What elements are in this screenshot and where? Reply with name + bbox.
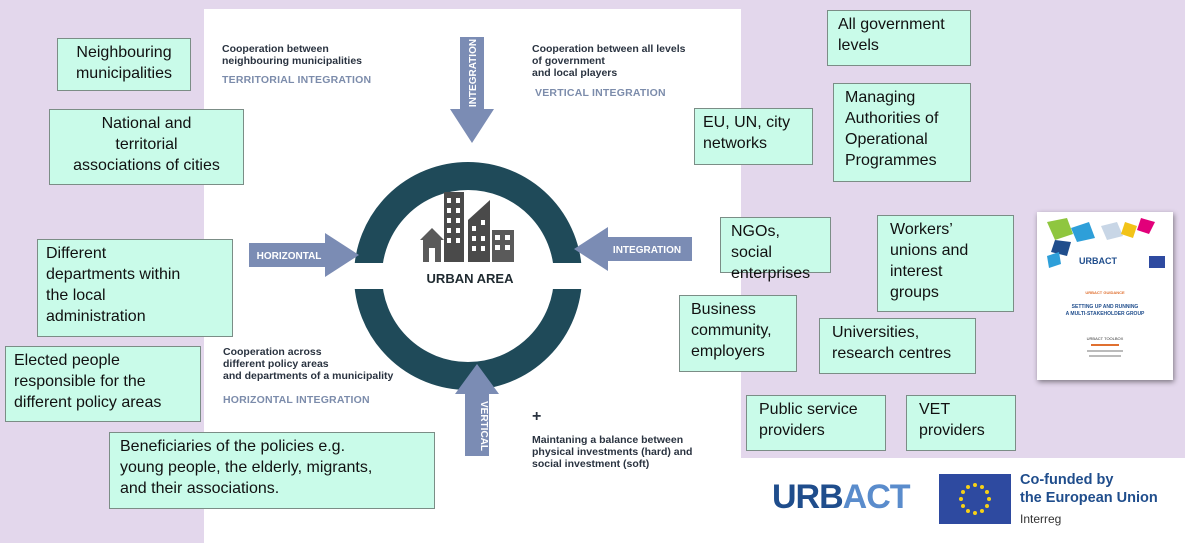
arrow-right-label: INTEGRATION [613,245,681,256]
cover-rule-2 [1087,350,1123,352]
urban-ring [350,162,590,390]
horizontal-integration-label: HORIZONTAL INTEGRATION [223,394,370,406]
elected-people-box: Elected people responsible for the diffe… [5,346,201,422]
urbact-logo-urb: URB [772,478,844,516]
arrow-bottom-label: VERTICAL [478,401,489,451]
universities-box: Universities, research centres [819,318,976,374]
urban-area-label: URBAN AREA [426,271,514,286]
vertical-integration-label: VERTICAL INTEGRATION [535,87,666,99]
cover-brand: URBACT [1079,256,1117,266]
interreg-text: Interreg [1020,512,1062,526]
eu-flag-icon [939,474,1011,524]
public-service-providers-box: Public service providers [746,395,886,451]
eu-un-networks-box: EU, UN, city networks [694,108,813,165]
city-buildings-icon [420,192,514,262]
ring-gap-horizontal [350,263,590,289]
workers-unions-box: Workers’ unions and interest groups [877,215,1014,312]
cover-subtitle: URBACT GUIDANCE [1085,290,1125,295]
eu-stars-icon [959,483,991,515]
ngos-box: NGOs, social enterprises [720,217,831,282]
arrow-top: INTEGRATION [450,37,494,143]
cover-title: SETTING UP AND RUNNING A MULTI-STAKEHOLD… [1065,304,1145,317]
local-departments-box: Different departments within the local a… [37,239,233,337]
territorial-integration-label: TERRITORIAL INTEGRATION [222,74,372,86]
business-community-box: Business community, employers [679,295,797,372]
cover-graphic [1047,218,1165,268]
neighbouring-municipalities-box: Neighbouring municipalities [57,38,191,91]
beneficiaries-box: Beneficiaries of the policies e.g. young… [109,432,435,509]
cover-rule-3 [1089,355,1121,357]
vet-providers-box: VET providers [906,395,1016,451]
vertical-description: Cooperation between all levels of govern… [532,43,686,79]
horizontal-description: Cooperation across different policy area… [223,346,394,382]
arrow-top-label: INTEGRATION [468,39,479,107]
urbact-logo: URBACT [772,478,911,517]
cover-toolbox: URBACT TOOLBOX [1086,336,1124,341]
cover-rule [1091,344,1119,346]
arrow-right: INTEGRATION [574,227,692,271]
territorial-description: Cooperation between neighbouring municip… [222,43,363,67]
all-government-levels-box: All government levels [827,10,971,66]
managing-authorities-box: Managing Authorities of Operational Prog… [833,83,971,182]
cofunded-text: Co-funded by the European Union [1020,472,1158,506]
arrow-bottom: VERTICAL [455,364,499,456]
urbact-logo-act: ACT [842,478,911,516]
arrow-left: HORIZONTAL [249,233,359,277]
balance-description: Maintaning a balance between physical in… [532,434,693,470]
arrow-left-label: HORIZONTAL [257,251,322,262]
plus-sign: + [532,408,542,425]
guide-cover-thumbnail[interactable]: URBACT URBACT GUIDANCE SETTING UP AND RU… [1037,212,1173,380]
national-associations-box: National and territorial associations of… [49,109,244,185]
